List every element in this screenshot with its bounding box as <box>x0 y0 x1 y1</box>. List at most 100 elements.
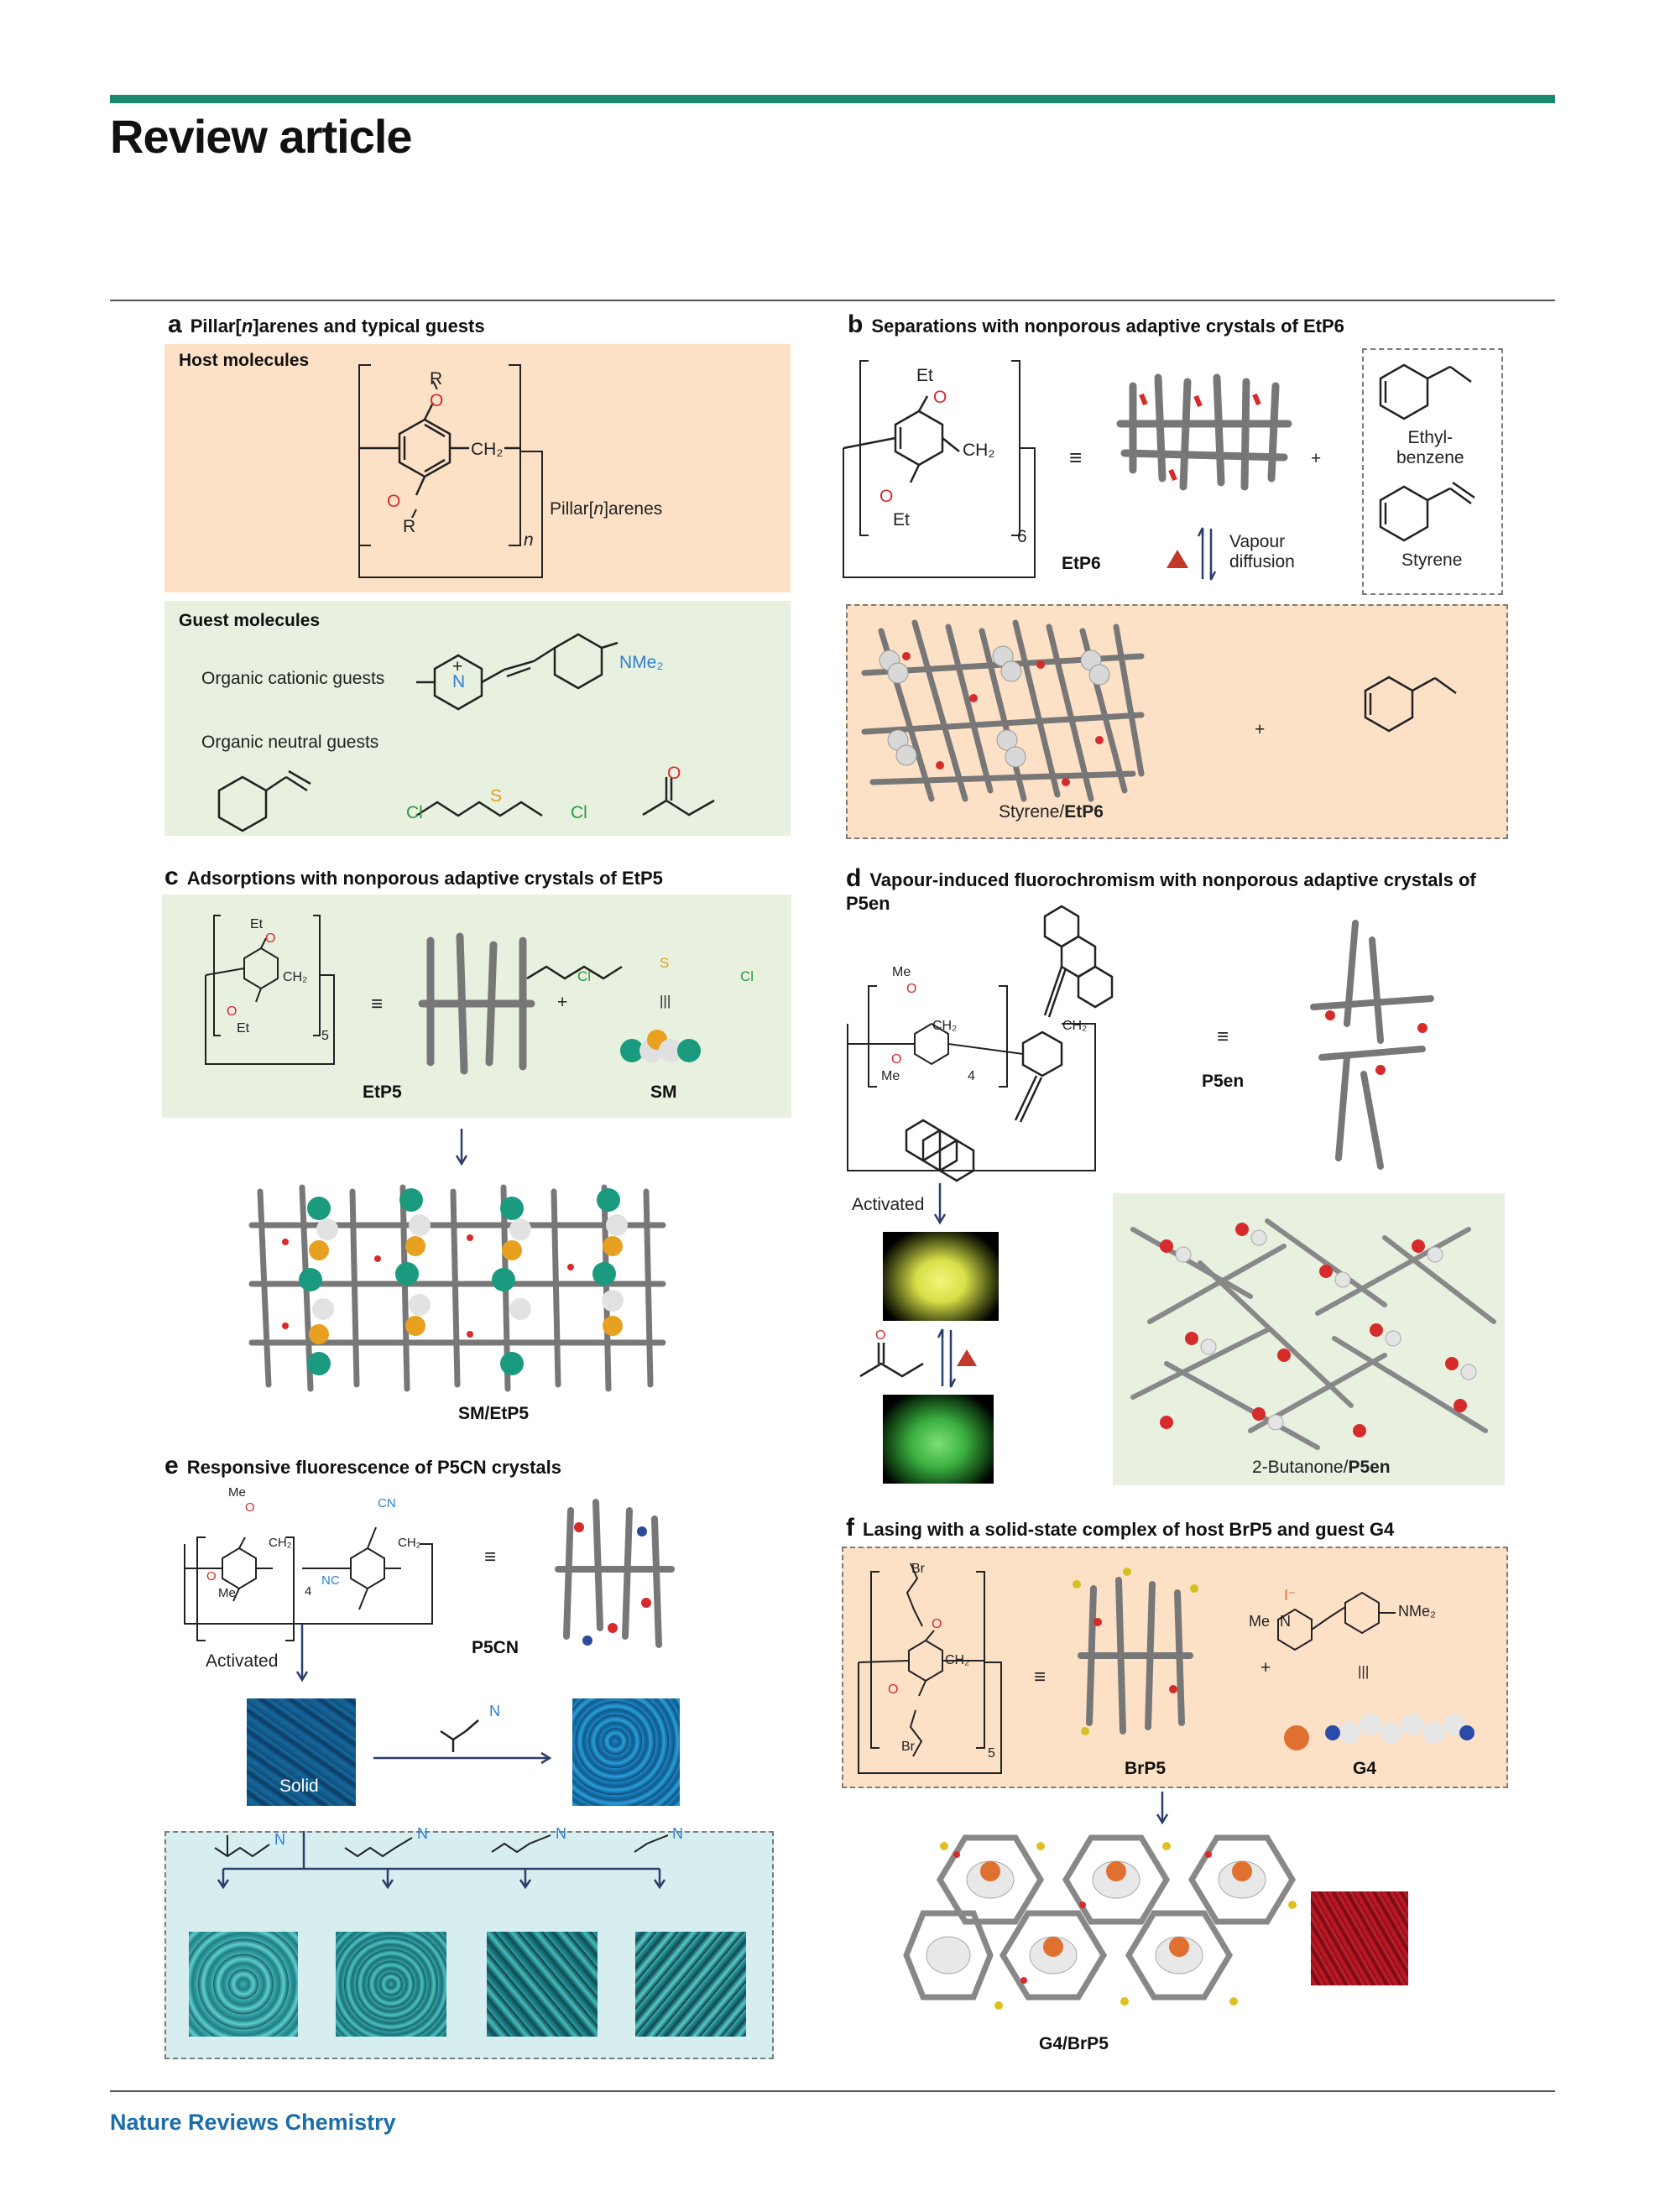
subscript-4: 4 <box>968 1069 975 1083</box>
nitrogen-label: N <box>1280 1613 1291 1630</box>
guest-options-structures <box>1379 363 1475 542</box>
guest-heading: Guest molecules <box>179 611 321 630</box>
oxygen-label: O <box>879 487 894 506</box>
me-label: Me <box>228 1485 246 1500</box>
g4-brp5-label: G4/BrP5 <box>1039 2034 1109 2053</box>
title-text: Separations with nonporous adaptive crys… <box>871 316 1344 336</box>
isobutyronitrile-fluorescence-photo <box>572 1698 680 1806</box>
g4-brp5-crystal-image <box>903 1834 1297 2010</box>
label-part: EtP6 <box>1064 802 1104 822</box>
styrene-label: Styrene <box>1401 550 1463 570</box>
guest-options-box <box>1362 348 1503 595</box>
equivalence-bars: ||| <box>660 993 671 1009</box>
oxygen-label: O <box>206 1569 217 1583</box>
cn-label: CN <box>378 1496 396 1510</box>
me-label: Me <box>1249 1613 1271 1630</box>
brp5-label: BrP5 <box>1125 1759 1167 1778</box>
sm-etp5-label: SM/EtP5 <box>458 1404 530 1423</box>
nitrogen-label: N <box>489 1703 500 1719</box>
ethylbenzene-label: Ethyl- benzene <box>1396 428 1464 467</box>
styrene-etp6-box <box>846 604 1508 839</box>
name-part: n <box>593 499 604 519</box>
sm-etp5-crystal-image <box>248 1184 666 1392</box>
subscript-6: 6 <box>1017 527 1027 546</box>
solid-label: Solid <box>279 1776 319 1796</box>
cationic-guests-label: Organic cationic guests <box>201 669 385 688</box>
et-label: Et <box>237 1021 250 1036</box>
oxygen-label: O <box>245 1500 255 1515</box>
nc-label: NC <box>321 1573 340 1588</box>
panel-letter: f <box>846 1514 854 1542</box>
me-label: Me <box>881 1069 900 1083</box>
activated-label: Activated <box>852 1195 925 1214</box>
oxygen-label: O <box>875 1328 886 1343</box>
nitrile-response-photo-2 <box>336 1932 446 2037</box>
equivalent-sign: ≡ <box>484 1546 497 1568</box>
oxygen-label: O <box>906 982 917 996</box>
nitrile-response-photo-4 <box>635 1932 746 2037</box>
ch2-label: CH₂ <box>398 1536 421 1550</box>
oxygen-label: O <box>387 492 401 511</box>
vapour-diffusion-label: Vapour diffusion <box>1229 532 1295 571</box>
panel-letter: c <box>164 863 179 890</box>
page-header: Review article <box>110 110 413 163</box>
accent-bar <box>110 95 1555 103</box>
br-label: Br <box>901 1740 915 1754</box>
oxygen-label: O <box>932 1617 942 1631</box>
p5en-label: P5en <box>1202 1072 1245 1091</box>
nitrogen-label: N <box>452 672 466 691</box>
guest-structures <box>217 633 715 832</box>
oxygen-label: O <box>265 931 276 946</box>
nitrogen-label: N <box>417 1825 428 1842</box>
butanone-p5en-box <box>1113 1193 1505 1485</box>
nitrogen-label: N <box>672 1825 683 1842</box>
brp5-g4-box <box>842 1547 1508 1788</box>
me-label: Me <box>218 1586 236 1600</box>
host-molecules-box <box>164 344 791 592</box>
etp5-sm-structures <box>205 915 701 1075</box>
me-label: Me <box>892 965 911 979</box>
p5en-structure <box>847 905 1434 1182</box>
down-arrow-icon <box>1156 1792 1169 1825</box>
sm-label: SM <box>650 1083 677 1102</box>
equivalence-bars: ||| <box>1358 1663 1370 1679</box>
neutral-guests-label: Organic neutral guests <box>201 733 379 752</box>
activated-label: Activated <box>206 1651 279 1671</box>
r-label: R <box>403 517 416 536</box>
solid-fluorescence-photo <box>247 1698 356 1806</box>
butanone-p5en-label: 2-Butanone/P5en <box>1252 1458 1391 1478</box>
yellow-fluorescence-photo <box>883 1232 999 1321</box>
r-label: R <box>430 369 443 389</box>
title-part: n <box>241 316 253 336</box>
nitrile-structures-and-arrows <box>214 1831 669 1890</box>
ch2-label: CH₂ <box>1062 1019 1088 1033</box>
oxygen-label: O <box>430 391 444 410</box>
nitrile-response-photo-1 <box>189 1932 298 2037</box>
et-label: Et <box>916 366 933 385</box>
ch2-label: CH₂ <box>945 1653 970 1667</box>
panel-c-title: c Adsorptions with nonporous adaptive cry… <box>164 863 663 891</box>
styrene-etp6-crystal-image <box>861 619 1457 802</box>
panel-letter: e <box>164 1452 179 1479</box>
guest-molecules-box <box>164 601 791 836</box>
label-part: P5en <box>1348 1458 1391 1477</box>
title-text: Responsive fluorescence of P5CN crystals <box>186 1457 561 1478</box>
ch2-label: CH₂ <box>283 970 308 984</box>
down-arrow-icon <box>933 1183 947 1225</box>
butanone-vapour-equilibrium <box>859 1328 957 1388</box>
ch2-label: CH₂ <box>269 1536 292 1550</box>
oxygen-label: O <box>933 388 947 407</box>
title-text: Adsorptions with nonporous adaptive crys… <box>186 868 663 889</box>
down-arrow-icon <box>295 1624 309 1682</box>
subscript-n: n <box>524 530 534 550</box>
nitrogen-label: N <box>274 1831 285 1848</box>
down-arrow-icon <box>455 1129 468 1166</box>
equivalent-sign: ≡ <box>1217 1025 1229 1048</box>
heat-triangle-icon <box>1167 550 1188 568</box>
journal-name: Nature Reviews Chemistry <box>110 2110 396 2135</box>
plus-sign: + <box>1311 449 1322 468</box>
p5cn-structure <box>184 1499 675 1648</box>
